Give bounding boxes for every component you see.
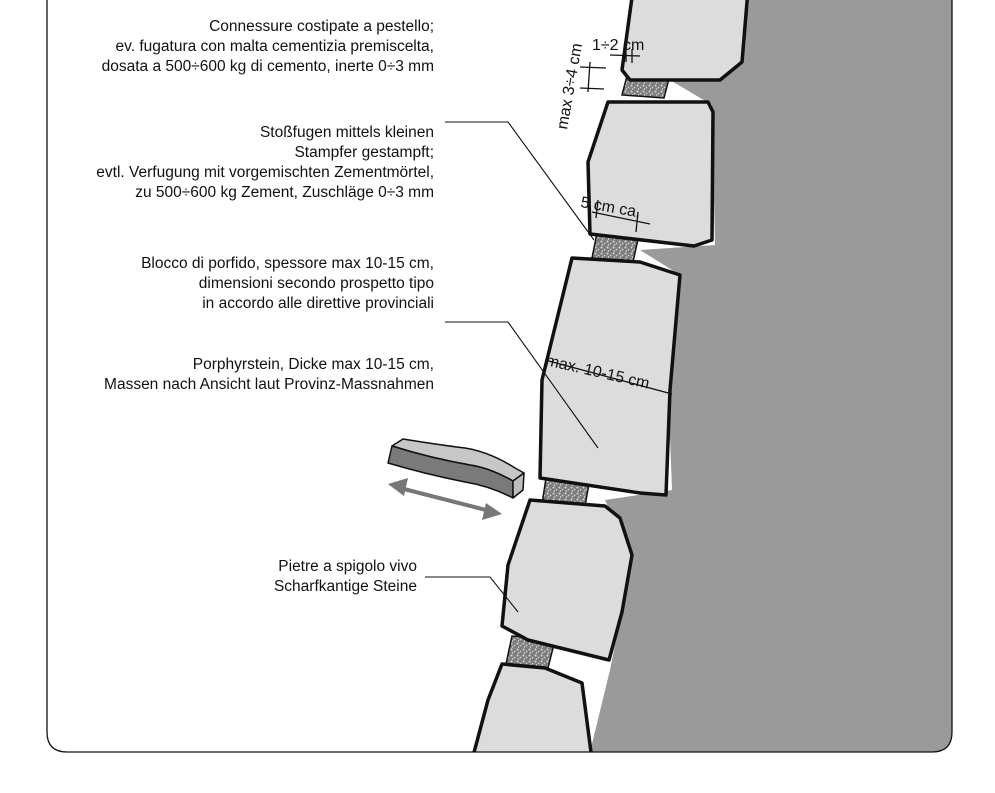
dim-joint-gap: 1÷2 cm: [592, 37, 644, 54]
dimension-lines: [544, 48, 673, 395]
stone-top: [620, 0, 750, 82]
stone-porphyry-block: [538, 256, 682, 497]
annotation-joints-german: Stoßfugen mittels kleinen Stampfer gesta…: [96, 124, 434, 201]
stone-sharp-edge: [500, 498, 634, 662]
leader-lines: [425, 121, 599, 613]
movement-arrow: [388, 478, 502, 520]
dim-joint-height: max 3÷4 cm: [554, 42, 586, 131]
tamper-tool: [387, 438, 525, 499]
annotation-joints-italian: Connessure costipate a pestello; ev. fug…: [101, 18, 434, 75]
wall-background: [590, 0, 952, 752]
annotation-sharp-edges: Pietre a spigolo vivo Scharfkantige Stei…: [273, 558, 417, 595]
stone-second: [586, 100, 715, 248]
annotation-block-german: Porphyrstein, Dicke max 10-15 cm, Massen…: [104, 356, 434, 393]
frame-border: [46, 0, 953, 753]
annotation-block-italian: Blocco di porfido, spessore max 10-15 cm…: [141, 255, 434, 312]
stone-bottom: [470, 662, 594, 752]
